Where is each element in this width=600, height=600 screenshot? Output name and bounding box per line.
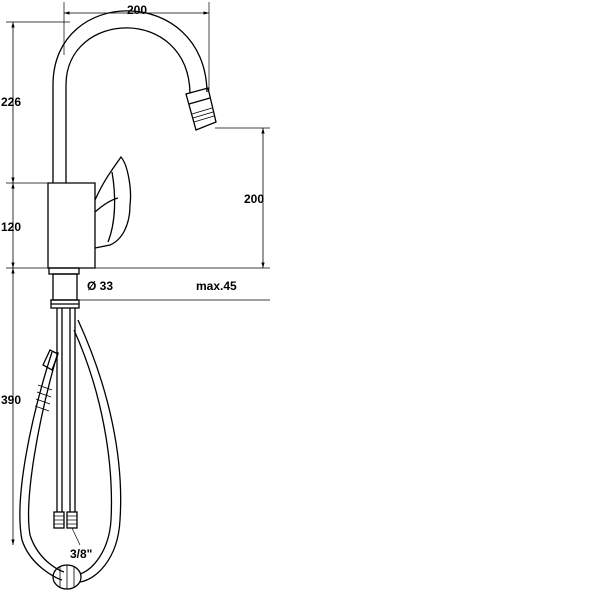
- hose-outer-left: [19, 351, 63, 581]
- base-ring: [48, 267, 80, 275]
- lever-handle-inner: [107, 171, 116, 243]
- spray-head-seam: [188, 97, 211, 105]
- connector-size-label: 3/8": [70, 547, 92, 561]
- connector-leader-line: [71, 527, 81, 546]
- faucet-outline: [47, 10, 217, 309]
- outlet-height-label: 200: [244, 192, 264, 206]
- max-thickness-label: max.45: [196, 279, 237, 293]
- supply-hoses: [53, 308, 81, 546]
- dimension-labels: 200 226 120 200 390 Ø 33 max.45 3/8": [1, 3, 264, 561]
- hose-inner-left: [27, 351, 65, 573]
- lever-handle-detail: [94, 197, 119, 213]
- spout-height-label: 226: [1, 95, 21, 109]
- shank: [52, 273, 78, 301]
- hose-weight-ribs: [59, 565, 75, 589]
- shank-diameter-label: Ø 33: [87, 279, 113, 293]
- dimension-lines: [6, 2, 270, 545]
- lever-handle: [94, 155, 132, 249]
- hose-fitting-ribs: [34, 384, 53, 412]
- spout-inner-curve: [65, 27, 191, 183]
- connector-threads: [54, 515, 77, 525]
- top-width-label: 200: [127, 3, 147, 17]
- body-height-label: 120: [1, 220, 21, 234]
- spout-outer-curve: [52, 10, 208, 183]
- faucet-body: [47, 182, 96, 269]
- hose-inner-right: [73, 329, 113, 575]
- hose-fitting-top: [42, 349, 59, 371]
- spray-head-grip: [191, 107, 215, 123]
- hose-outer-right: [77, 319, 122, 583]
- pullout-hose: [19, 319, 122, 590]
- hose-length-label: 390: [1, 393, 21, 407]
- spray-head: [185, 87, 217, 131]
